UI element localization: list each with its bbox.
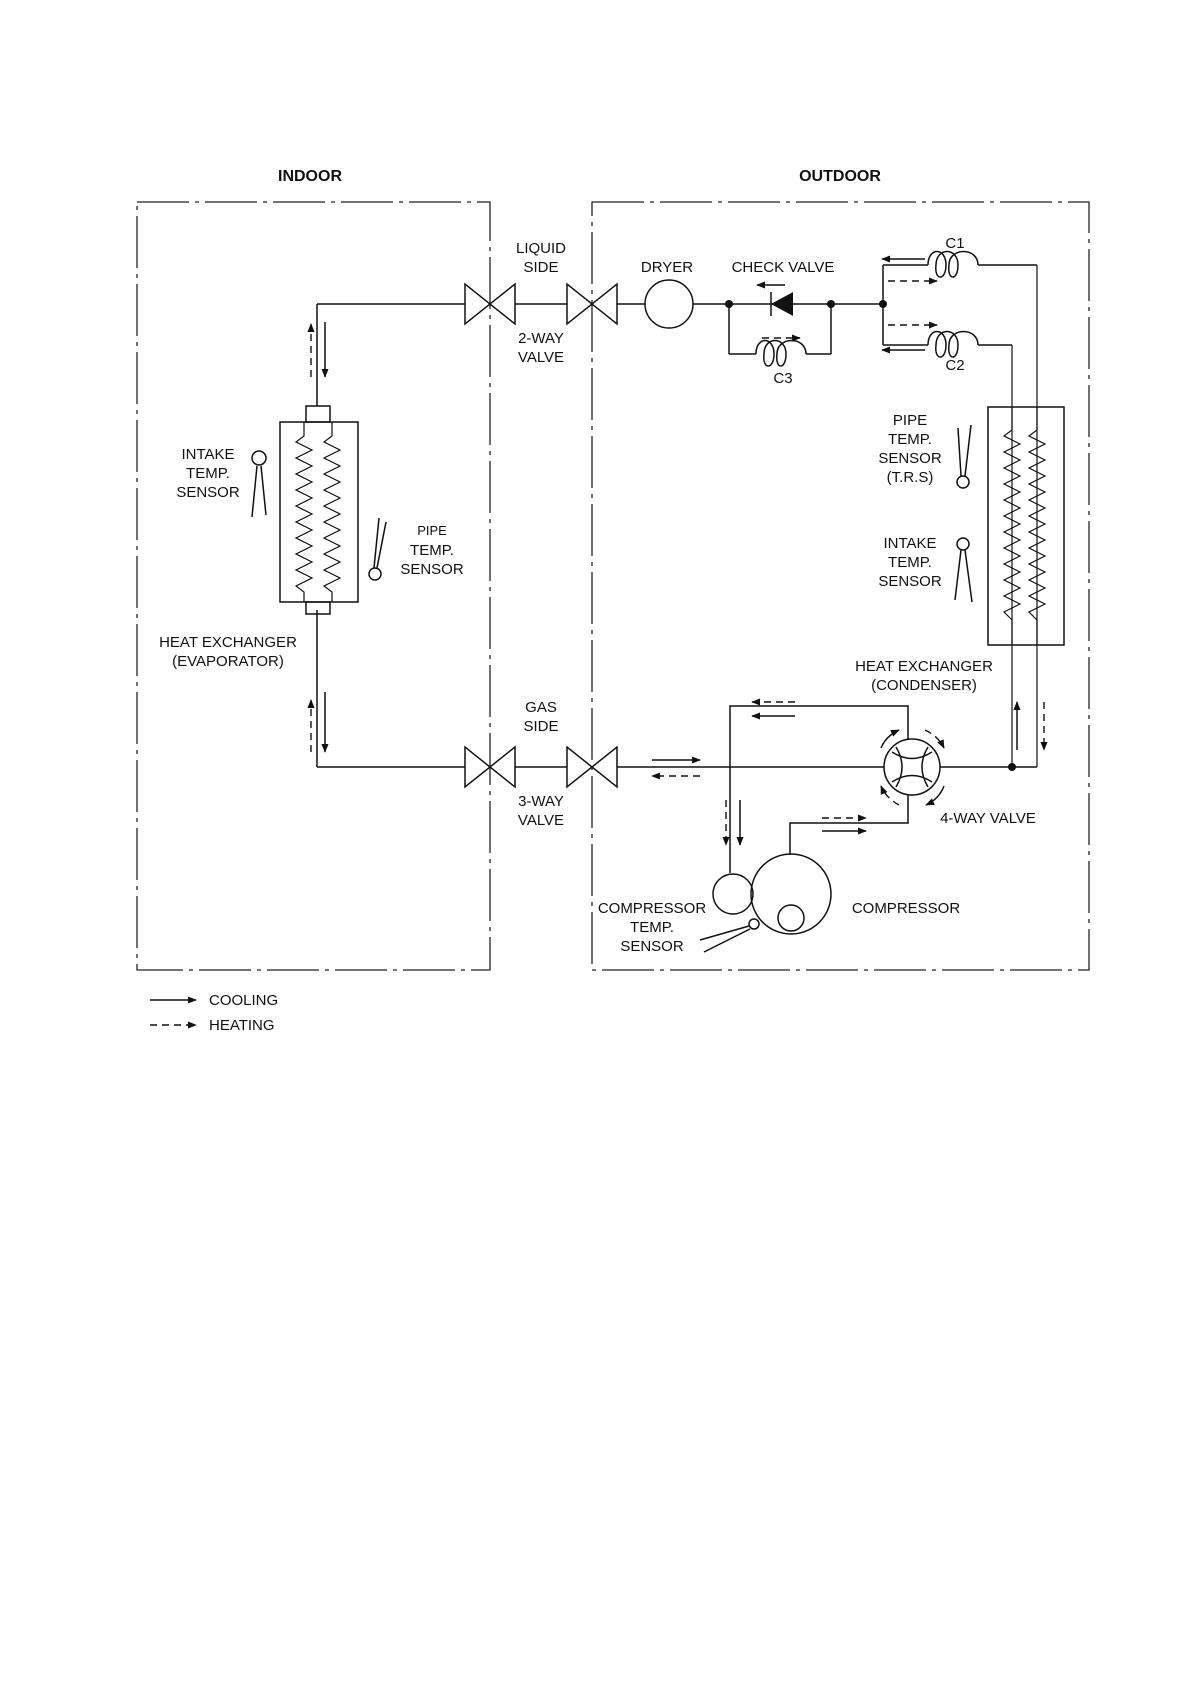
c2-capillary-icon: [928, 332, 978, 358]
compressor-sensor-label-1: COMPRESSOR: [598, 900, 707, 917]
outdoor-unit-boundary: [592, 202, 1089, 970]
indoor-pipe-temp-sensor-icon: [369, 518, 386, 580]
indoor-header: INDOOR: [278, 168, 342, 185]
evaporator-label-1: HEAT EXCHANGER: [159, 634, 297, 651]
legend: COOLING HEATING: [150, 992, 278, 1034]
compressor-sensor-label-3: SENSOR: [620, 938, 684, 955]
four-way-valve-label: 4-WAY VALVE: [940, 810, 1036, 827]
outdoor-pipe-sensor-label-3: SENSOR: [878, 450, 942, 467]
evaporator-heat-exchanger: [280, 406, 358, 614]
outdoor-pipe-sensor-label-1: PIPE: [893, 412, 927, 429]
indoor-pipe-sensor-label-2: TEMP.: [410, 542, 454, 559]
c1-capillary-icon: [928, 252, 978, 278]
indoor-intake-sensor-label-1: INTAKE: [181, 446, 234, 463]
outdoor-pipe-temp-sensor-icon: [957, 425, 971, 488]
c2-label: C2: [945, 357, 964, 374]
c1-label: C1: [945, 235, 964, 252]
liquid-side-label-2: SIDE: [523, 259, 558, 276]
legend-heating-label: HEATING: [209, 1017, 275, 1034]
outdoor-intake-sensor-label-3: SENSOR: [878, 573, 942, 590]
two-way-valve-label-2: VALVE: [518, 349, 564, 366]
outdoor-intake-sensor-label-1: INTAKE: [883, 535, 936, 552]
indoor-pipe-sensor-label-3: SENSOR: [400, 561, 464, 578]
check-valve-label: CHECK VALVE: [732, 259, 835, 276]
compressor-label: COMPRESSOR: [852, 900, 961, 917]
indoor-unit-boundary: [137, 202, 490, 970]
three-way-valve-label-2: VALVE: [518, 812, 564, 829]
indoor-pipe-sensor-label-1: PIPE: [417, 523, 447, 538]
gas-side-label-1: GAS: [525, 699, 557, 716]
outdoor-intake-temp-sensor-icon: [955, 538, 972, 602]
liquid-side-label-1: LIQUID: [516, 240, 566, 257]
evaporator-label-2: (EVAPORATOR): [172, 653, 284, 670]
gas-side-label-2: SIDE: [523, 718, 558, 735]
two-way-valve-label-1: 2-WAY: [518, 330, 564, 347]
outdoor-pipe-sensor-label-2: TEMP.: [888, 431, 932, 448]
indoor-intake-sensor-label-3: SENSOR: [176, 484, 240, 501]
outdoor-pipe-sensor-label-4: (T.R.S): [887, 469, 934, 486]
legend-cooling-label: COOLING: [209, 992, 278, 1009]
outdoor-header: OUTDOOR: [799, 168, 881, 185]
dryer-icon: [645, 280, 693, 328]
compressor-sensor-label-2: TEMP.: [630, 919, 674, 936]
check-valve-icon: [771, 292, 793, 316]
condenser-label-1: HEAT EXCHANGER: [855, 658, 993, 675]
condenser-heat-exchanger: [988, 407, 1064, 645]
outdoor-intake-sensor-label-2: TEMP.: [888, 554, 932, 571]
c3-capillary-icon: [756, 341, 806, 367]
four-way-valve-icon: [881, 730, 944, 805]
c3-label: C3: [773, 370, 792, 387]
compressor-temp-sensor-icon: [700, 919, 759, 952]
condenser-label-2: (CONDENSER): [871, 677, 977, 694]
three-way-valve-label-1: 3-WAY: [518, 793, 564, 810]
indoor-intake-sensor-label-2: TEMP.: [186, 465, 230, 482]
dryer-label: DRYER: [641, 259, 693, 276]
indoor-intake-temp-sensor-icon: [252, 451, 266, 517]
